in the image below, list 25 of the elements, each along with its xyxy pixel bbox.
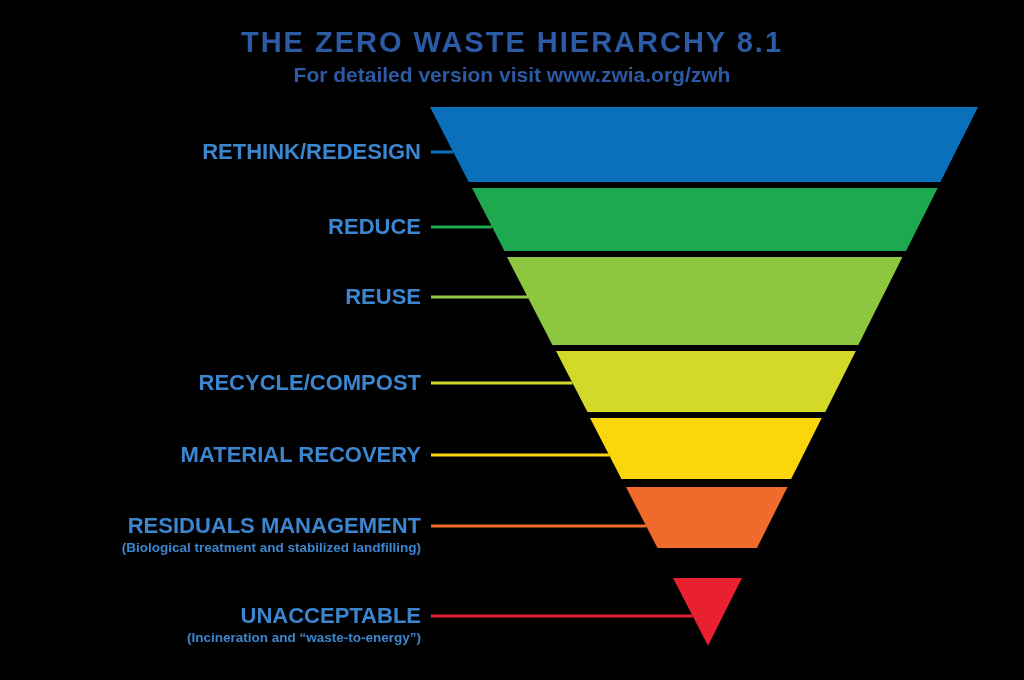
level-label: RETHINK/REDESIGN xyxy=(202,139,421,165)
level-label: REDUCE xyxy=(328,214,421,240)
hierarchy-band xyxy=(507,257,903,345)
leader-line xyxy=(431,614,693,618)
level-label: REUSE xyxy=(345,284,421,310)
hierarchy-tip xyxy=(673,578,742,646)
title: THE ZERO WASTE HIERARCHY 8.1 xyxy=(239,25,785,59)
leader-line xyxy=(431,295,529,299)
hierarchy-band xyxy=(555,351,856,412)
level-label: UNACCEPTABLE xyxy=(240,603,421,629)
leader-line xyxy=(431,453,610,457)
leader-line xyxy=(431,524,647,528)
hierarchy-band xyxy=(430,107,978,182)
hierarchy-band xyxy=(590,418,823,479)
subtitle: For detailed version visit www.zwia.org/zwh xyxy=(293,63,731,87)
hierarchy-band xyxy=(471,188,938,251)
leader-line xyxy=(431,150,454,154)
leader-line xyxy=(431,225,492,229)
level-note: (Incineration and “waste-to-energy”) xyxy=(186,629,421,647)
level-label: RESIDUALS MANAGEMENT xyxy=(127,513,421,539)
level-note: (Biological treatment and stabilized landfilling) xyxy=(121,539,421,557)
level-label: MATERIAL RECOVERY xyxy=(180,442,421,468)
level-label: RECYCLE/COMPOST xyxy=(198,370,421,396)
leader-line xyxy=(431,381,573,385)
hierarchy-band xyxy=(626,487,788,548)
